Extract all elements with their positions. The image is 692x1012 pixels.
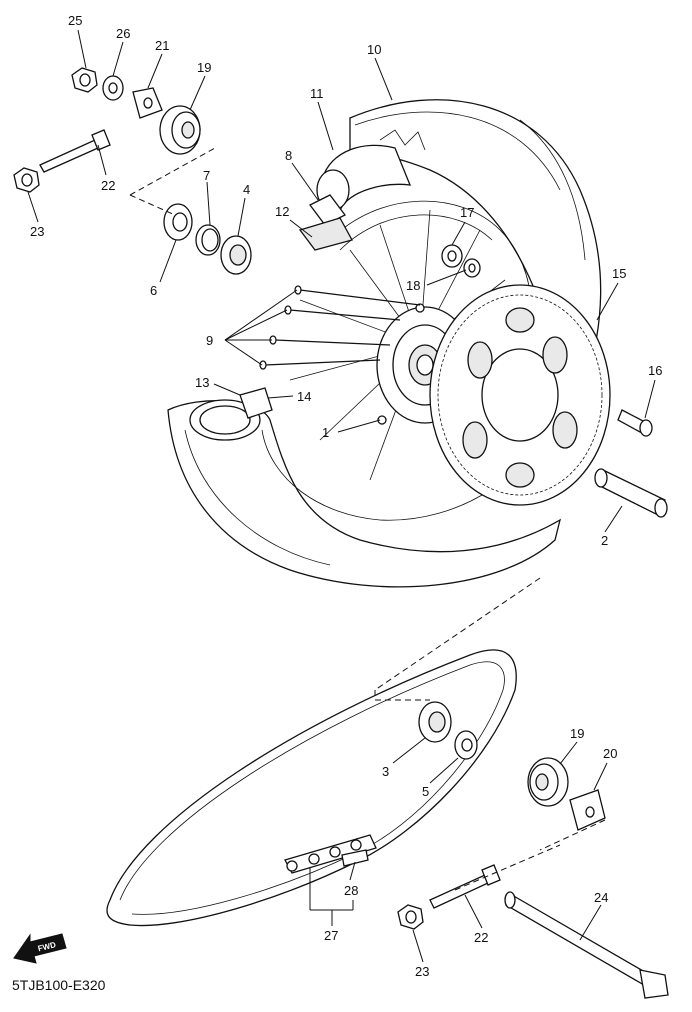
- callout-8: 8: [285, 148, 292, 163]
- callout-22-lower: 22: [474, 930, 488, 945]
- callout-20: 20: [603, 746, 617, 761]
- callout-4: 4: [243, 182, 250, 197]
- rim-lock-clamp: [189, 387, 273, 441]
- callout-21: 21: [155, 38, 169, 53]
- inner-tube-and-band: [298, 144, 412, 251]
- callout-14: 14: [297, 389, 311, 404]
- callout-23-lower: 23: [415, 964, 429, 979]
- callout-11: 11: [310, 86, 324, 101]
- callout-6: 6: [150, 283, 157, 298]
- sprocket-bolt: [617, 409, 653, 437]
- callout-18: 18: [406, 278, 420, 293]
- callout-12: 12: [275, 204, 289, 219]
- callout-1: 1: [322, 425, 329, 440]
- callout-2: 2: [601, 533, 608, 548]
- drive-chain: [106, 649, 517, 927]
- callout-27: 27: [324, 928, 338, 943]
- callout-19-lower: 19: [570, 726, 584, 741]
- callout-24: 24: [594, 890, 608, 905]
- callout-19: 19: [197, 60, 211, 75]
- chain-joint: [284, 834, 377, 874]
- fwd-label: FWD: [37, 940, 57, 953]
- callout-10: 10: [367, 42, 381, 57]
- spoke-set: [259, 285, 421, 370]
- callout-26: 26: [116, 26, 130, 41]
- callout-15: 15: [612, 266, 626, 281]
- lower-hardware: [397, 701, 669, 999]
- callout-5: 5: [422, 784, 429, 799]
- callout-labels: 25 26 21 19 10 11 8 12 7 4 6 22 23 17 18…: [30, 13, 662, 979]
- callout-23-upper: 23: [30, 224, 44, 239]
- alignment-lines: [129, 147, 606, 891]
- rim-lock-nut: [441, 244, 481, 278]
- callout-9: 9: [206, 333, 213, 348]
- leader-lines: [27, 29, 656, 963]
- callout-22-upper: 22: [101, 178, 115, 193]
- callout-28: 28: [344, 883, 358, 898]
- rear-sprocket: [429, 284, 611, 506]
- diagram-code: 5TJB100-E320: [12, 977, 106, 993]
- callout-17: 17: [460, 205, 474, 220]
- callout-25: 25: [68, 13, 82, 28]
- upper-left-hardware: [13, 67, 252, 275]
- axle-collar: [594, 468, 668, 518]
- callout-7: 7: [203, 168, 210, 183]
- callout-13: 13: [195, 375, 209, 390]
- callout-16: 16: [648, 363, 662, 378]
- fwd-arrow-icon: FWD: [13, 933, 67, 964]
- callout-3: 3: [382, 764, 389, 779]
